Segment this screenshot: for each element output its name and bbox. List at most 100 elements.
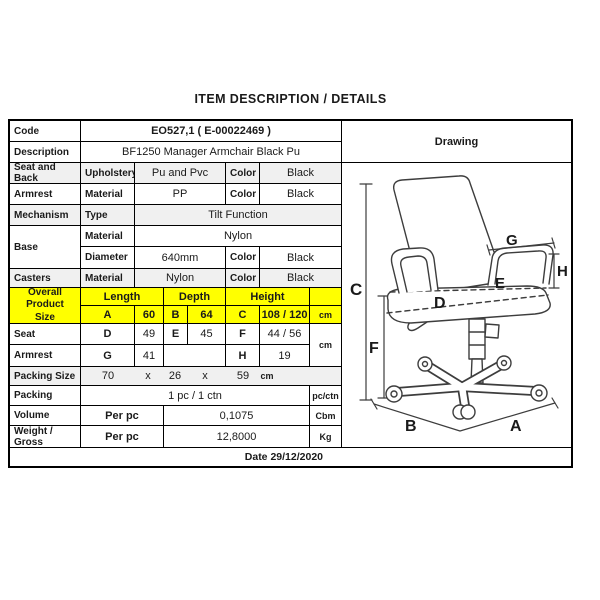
dim-e-value: 45 xyxy=(188,324,226,344)
dim-b-value: 64 xyxy=(188,306,226,323)
seat-armrest-stack: Seat D 49 E 45 F 44 / 56 Armrest G 41 xyxy=(10,324,310,366)
dim-line-d xyxy=(386,294,549,314)
dim-label-b: B xyxy=(405,418,417,435)
dim-label-d: D xyxy=(434,295,446,312)
drawing-header: Drawing xyxy=(342,121,571,163)
page-title: ITEM DESCRIPTION / DETAILS xyxy=(194,92,387,106)
overall-size-label-line1: Overall Product xyxy=(26,286,64,311)
weight-unit: Kg xyxy=(310,426,342,447)
overall-size-label: Overall Product Size xyxy=(10,286,81,323)
base-diameter-attr: Diameter xyxy=(81,247,135,268)
base-diameter-value: 640mm xyxy=(135,247,226,268)
dim-c-key: C xyxy=(226,306,260,323)
dim-c-value: 108 / 120 xyxy=(260,306,310,323)
chair-left-armrest xyxy=(390,247,439,294)
row-seat-size: Seat D 49 E 45 F 44 / 56 xyxy=(10,324,310,345)
dim-f-key: F xyxy=(226,324,260,344)
chair-tilt-knob xyxy=(484,323,500,339)
armrest-depth-empty xyxy=(164,345,226,366)
casters-label: Casters xyxy=(10,269,81,287)
casters-attr: Material xyxy=(81,269,135,287)
packing-label: Packing xyxy=(10,386,81,405)
row-packing: Packing 1 pc / 1 ctn pc/ctn xyxy=(10,386,342,406)
dim-b-key: B xyxy=(164,306,188,323)
chair-casters xyxy=(385,355,548,420)
dim-e-key: E xyxy=(164,324,188,344)
chair-base-legs xyxy=(393,360,540,411)
volume-label: Volume xyxy=(10,406,81,425)
dim-line-ab xyxy=(370,397,559,432)
row-base-diameter: Diameter 640mm Color Black xyxy=(81,247,342,268)
volume-value: 0,1075 xyxy=(164,406,310,425)
size-header-unit-cell xyxy=(310,288,342,305)
casters-value: Nylon xyxy=(135,269,226,287)
dim-a-value: 60 xyxy=(135,306,164,323)
date-value: Date 29/12/2020 xyxy=(244,451,323,463)
depth-header: Depth xyxy=(164,288,226,305)
base-material-attr: Material xyxy=(81,226,135,246)
armrest-size-label: Armrest xyxy=(10,345,81,366)
row-weight: Weight / Gross Per pc 12,8000 Kg xyxy=(10,426,342,447)
drawing-area: C F G H E D B A xyxy=(342,163,571,444)
row-base-material: Material Nylon xyxy=(81,226,342,247)
dim-d-value: 49 xyxy=(135,324,164,344)
code-label: Code xyxy=(10,121,81,141)
dim-h-value: 19 xyxy=(260,345,310,366)
chair-right-armrest xyxy=(487,244,554,286)
dim-label-h: H xyxy=(557,263,568,280)
overall-size-rows: Length Depth Height A 60 B 64 C 108 / 12… xyxy=(81,288,342,323)
dim-line-c xyxy=(359,183,373,401)
weight-value: 12,8000 xyxy=(164,426,310,447)
dim-label-g: G xyxy=(506,232,518,249)
chair-drawing: C F G H E D B A xyxy=(350,175,568,435)
casters-color-value: Black xyxy=(260,269,342,287)
rows-seat-armrest-size: Seat D 49 E 45 F 44 / 56 Armrest G 41 xyxy=(10,324,342,367)
row-code: Code EO527,1 ( E-00022469 ) xyxy=(10,121,342,142)
seat-back-label: Seat and Back xyxy=(10,163,81,183)
armrest-color-label: Color xyxy=(226,184,260,204)
dim-label-c: C xyxy=(350,280,362,299)
row-overall-size: Overall Product Size Length Depth Height xyxy=(10,286,342,324)
packing-size-label: Packing Size xyxy=(10,367,81,385)
seat-back-color-label: Color xyxy=(226,163,260,183)
dim-line-g xyxy=(486,237,556,256)
packing-size-x1: x xyxy=(145,370,151,382)
height-header: Height xyxy=(226,288,310,305)
row-size-values: A 60 B 64 C 108 / 120 cm xyxy=(81,306,342,323)
armrest-value: PP xyxy=(135,184,226,204)
row-description: Description BF1250 Manager Armchair Blac… xyxy=(10,142,342,163)
seat-back-attr: Upholstery xyxy=(81,163,135,183)
dim-f-value: 44 / 56 xyxy=(260,324,310,344)
base-color-value: Black xyxy=(260,247,342,268)
mechanism-attr: Type xyxy=(81,205,135,225)
seat-size-label: Seat xyxy=(10,324,81,344)
packing-size-unit: cm xyxy=(260,371,274,381)
dim-label-e: E xyxy=(495,275,505,292)
seat-armrest-unit: cm xyxy=(310,324,342,366)
dim-a-key: A xyxy=(81,306,135,323)
packing-size-width: 26 xyxy=(168,370,182,382)
length-header: Length xyxy=(81,288,164,305)
dim-line-e xyxy=(389,287,547,293)
seat-back-color-value: Black xyxy=(260,163,342,183)
dim-line-h xyxy=(548,253,560,289)
weight-per: Per pc xyxy=(81,426,164,447)
weight-label: Weight / Gross xyxy=(10,426,81,447)
code-value: EO527,1 ( E-00022469 ) xyxy=(81,121,342,141)
row-packing-size: Packing Size 70 x 26 x 59 cm xyxy=(10,367,342,386)
packing-size-x2: x xyxy=(202,370,208,382)
row-volume: Volume Per pc 0,1075 Cbm xyxy=(10,406,342,426)
armrest-attr: Material xyxy=(81,184,135,204)
date-row: Date 29/12/2020 xyxy=(10,447,571,466)
row-armrest-material: Armrest Material PP Color Black xyxy=(10,184,342,205)
mechanism-label: Mechanism xyxy=(10,205,81,225)
dim-label-a: A xyxy=(510,418,522,435)
row-seat-and-back: Seat and Back Upholstery Pu and Pvc Colo… xyxy=(10,163,342,184)
table-main: Code EO527,1 ( E-00022469 ) Description … xyxy=(10,121,571,447)
base-label: Base xyxy=(10,226,81,268)
base-color-label: Color xyxy=(226,247,260,268)
description-label: Description xyxy=(10,142,81,162)
spec-table: Code EO527,1 ( E-00022469 ) Description … xyxy=(8,119,573,468)
mechanism-value: Tilt Function xyxy=(135,205,342,225)
